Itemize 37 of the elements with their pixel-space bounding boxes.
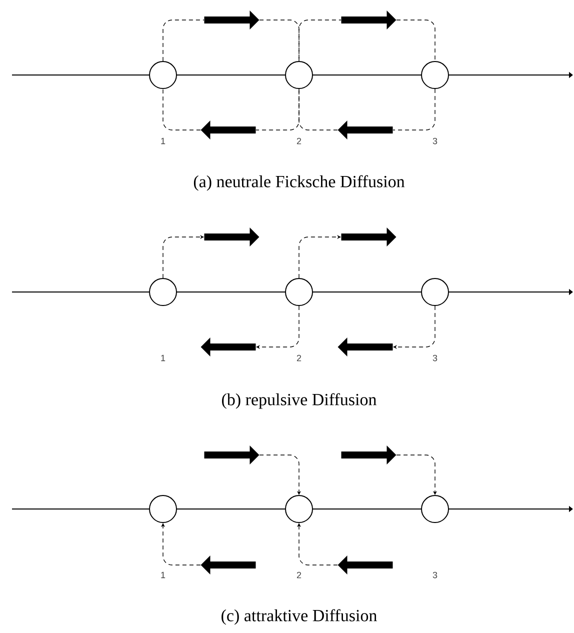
block-arrow <box>204 446 260 464</box>
site-number: 1 <box>161 138 166 144</box>
site-number: 1 <box>161 572 166 578</box>
site-circle <box>149 61 177 89</box>
site-circle <box>421 61 449 89</box>
block-arrow <box>204 228 260 246</box>
block-arrow <box>204 10 260 30</box>
block-arrow <box>338 120 393 140</box>
block-arrow <box>341 228 396 246</box>
dashed-arrow <box>396 454 438 495</box>
site-circle <box>149 278 177 306</box>
block-arrow <box>341 446 396 464</box>
site-number: 3 <box>432 572 438 578</box>
caption: (a) neutrale Ficksche Diffusion <box>194 175 405 191</box>
dashed-arrow <box>259 454 302 495</box>
site-circle <box>285 495 313 523</box>
block-arrow <box>341 10 396 30</box>
site-circle <box>285 61 313 89</box>
dashed-arrow <box>160 523 201 566</box>
caption: (c) attraktive Diffusion <box>222 609 377 625</box>
site-number: 2 <box>296 572 302 578</box>
site-circle <box>285 278 313 306</box>
site-number: 3 <box>432 354 438 362</box>
caption: (b) repulsive Diffusion <box>222 393 376 409</box>
site-number: 2 <box>296 138 302 144</box>
site-circle <box>421 495 449 523</box>
block-arrow <box>338 556 393 574</box>
block-arrow <box>200 338 256 356</box>
site-number: 2 <box>296 354 302 362</box>
block-arrow <box>200 556 256 574</box>
block-arrow <box>338 338 393 356</box>
site-circle <box>149 495 177 523</box>
dashed-arrow <box>296 523 338 566</box>
block-arrow <box>200 120 256 140</box>
site-circle <box>421 278 449 306</box>
site-number: 1 <box>161 354 166 362</box>
site-number: 3 <box>432 138 438 144</box>
